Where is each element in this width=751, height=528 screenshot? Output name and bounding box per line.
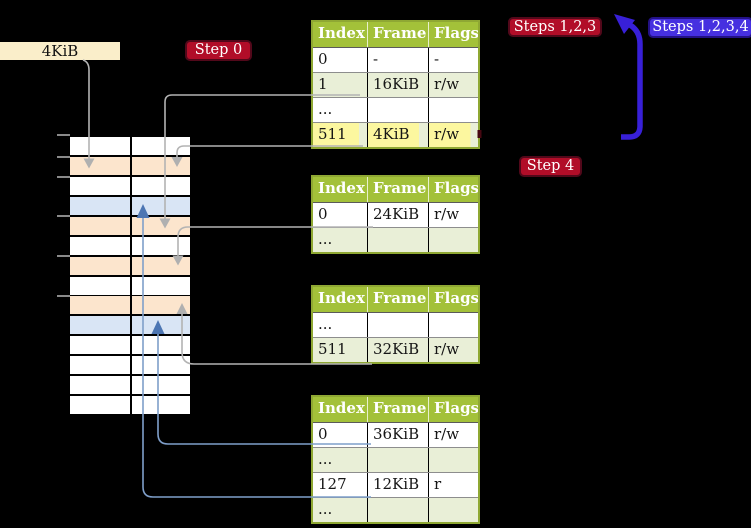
header-cell: Flags [428, 397, 478, 422]
table-cell: 16KiB [367, 73, 428, 97]
header-cell: Frame [367, 287, 428, 312]
table-cell: 32KiB [367, 338, 428, 362]
table-cell: ... [318, 315, 333, 333]
table-cell: ... [318, 100, 333, 118]
table-cell: r [428, 473, 478, 497]
table-cell: 12KiB [367, 473, 428, 497]
memory-column-divider [130, 137, 132, 415]
header-cell: Frame [367, 397, 428, 422]
table-row: ... [313, 312, 478, 337]
table-cell [428, 313, 478, 337]
table-cell [428, 228, 478, 252]
table-cell: 1 [318, 75, 328, 93]
steps-1234-badge: Steps 1,2,3,4 [650, 19, 751, 36]
table-cell: 4KiB [367, 123, 428, 147]
table-cell: r/w [428, 423, 478, 447]
frame-size-label: 4KiB [0, 42, 120, 60]
header-cell: Flags [428, 22, 478, 47]
table-cell: - [367, 48, 428, 72]
table-cell [428, 498, 478, 522]
table-cell: 36KiB [367, 423, 428, 447]
table-cell [367, 448, 428, 472]
table-cell [367, 228, 428, 252]
table-row: ... [313, 497, 478, 522]
step-0-badge: Step 0 [187, 42, 250, 59]
table-row: ... [313, 227, 478, 252]
table-cell [367, 498, 428, 522]
table-cell: - [428, 48, 478, 72]
header-cell: Flags [428, 177, 478, 202]
table-row: 0 -- [313, 47, 478, 72]
step-4-badge: Step 4 [521, 158, 580, 175]
table-cell [428, 98, 478, 122]
table-cell: ... [318, 450, 333, 468]
table-cell: 511 [318, 340, 347, 358]
table-cell [428, 448, 478, 472]
table-cell: 24KiB [367, 203, 428, 227]
header-cell: Index [318, 399, 365, 417]
table-cell [367, 313, 428, 337]
table-cell: r/w [428, 203, 478, 227]
table-cell: 0 [318, 205, 328, 223]
table-cell: 127 [318, 475, 347, 493]
table-cell: 0 [318, 50, 328, 68]
header-cell: Index [318, 24, 365, 42]
header-cell: Index [318, 289, 365, 307]
table-cell: r/w [428, 123, 478, 147]
table-row: ... [313, 97, 478, 122]
steps-123-badge: Steps 1,2,3 [510, 19, 600, 35]
table-cell [367, 98, 428, 122]
table-cell: r/w [428, 73, 478, 97]
table-cell: 511 [313, 123, 367, 147]
header-cell: Frame [367, 22, 428, 47]
header-cell: Index [318, 179, 365, 197]
header-cell: Frame [367, 177, 428, 202]
table-row: ... [313, 447, 478, 472]
table-cell: r/w [428, 338, 478, 362]
table-cell: ... [318, 230, 333, 248]
table-cell: ... [318, 500, 333, 518]
header-cell: Flags [428, 287, 478, 312]
table-cell: 0 [318, 425, 328, 443]
